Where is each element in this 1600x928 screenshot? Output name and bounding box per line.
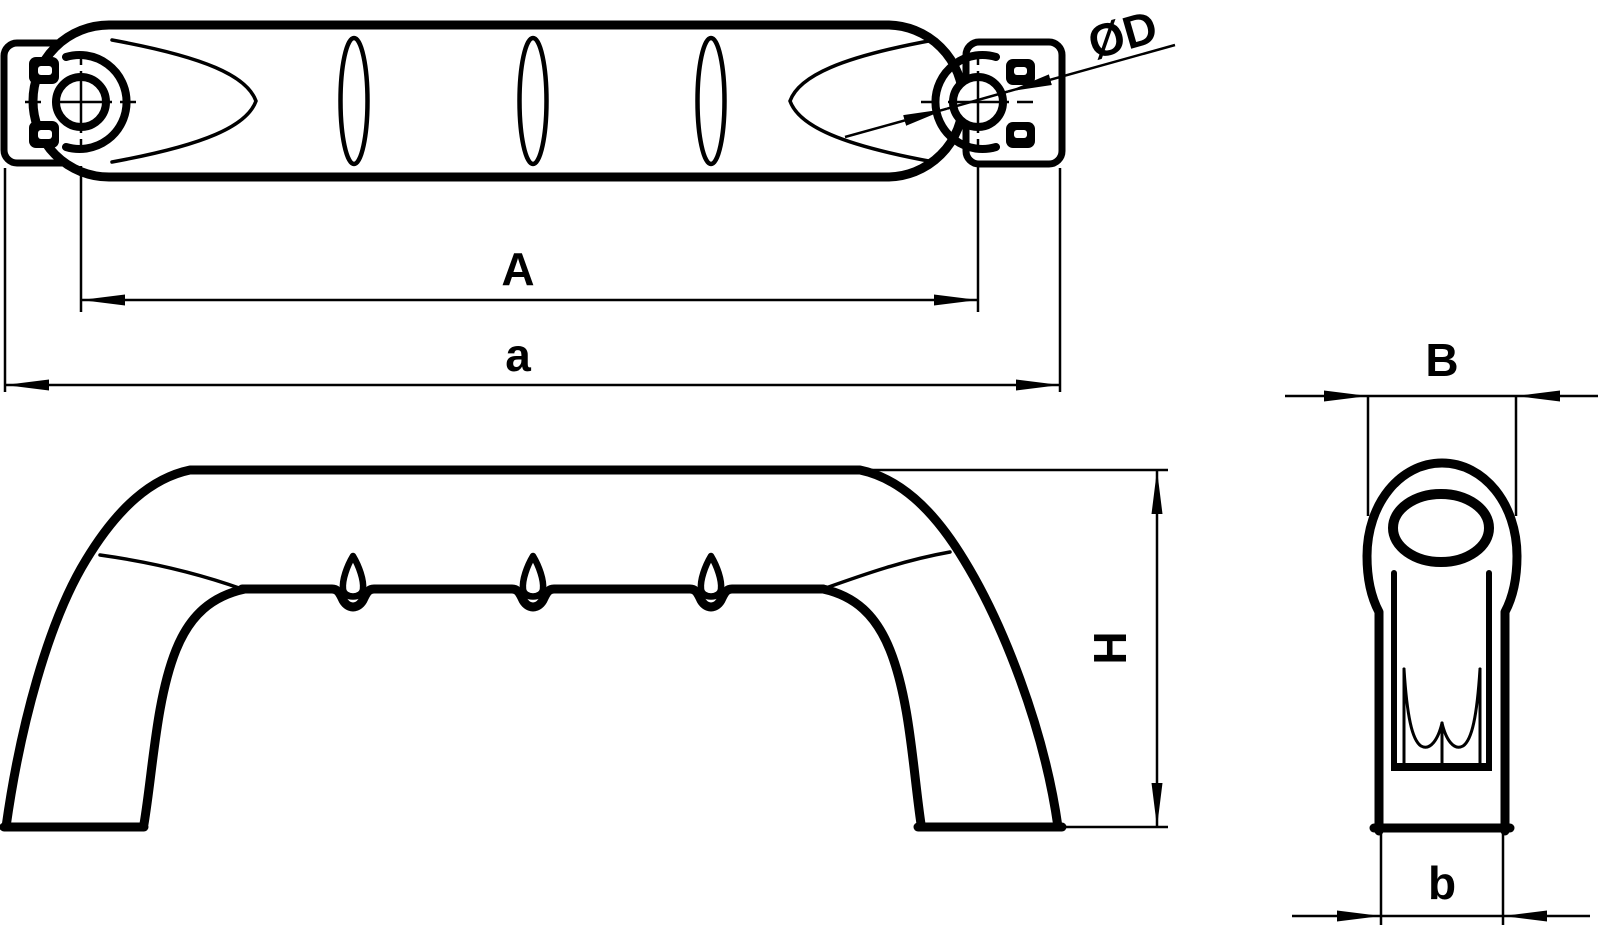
extension-lines xyxy=(1379,832,1505,925)
dimension-bottom-width: b xyxy=(1292,832,1590,925)
groove-teardrop xyxy=(519,552,547,600)
right-grip-contour xyxy=(788,38,936,164)
front-view: H xyxy=(0,465,1168,832)
groove-teardrop xyxy=(339,552,367,600)
side-view: B b xyxy=(1285,334,1598,925)
left-plate-slots xyxy=(29,57,59,148)
dim-label-top-width: B xyxy=(1425,334,1458,386)
finger-groove-ellipse xyxy=(517,35,549,167)
left-tangent-contour xyxy=(98,553,244,591)
centerline-dashes xyxy=(25,53,136,151)
extension-lines xyxy=(872,468,1168,829)
grip-underside xyxy=(237,584,828,612)
extension-lines xyxy=(3,168,1062,392)
outer-arch xyxy=(1,465,1063,832)
left-mounting-hole xyxy=(25,53,136,151)
grip-section-ring xyxy=(1388,489,1494,567)
left-grip-contour xyxy=(110,38,258,164)
extension-lines xyxy=(1366,395,1518,516)
right-tangent-contour xyxy=(821,550,952,591)
inner-rib-detail xyxy=(1391,667,1492,771)
dim-label-hole-diameter: ØD xyxy=(1082,0,1163,69)
dim-label-hole-spacing: A xyxy=(501,243,534,295)
dim-label-overall-length: a xyxy=(505,329,531,381)
profile-outline xyxy=(1362,458,1522,836)
inner-wall-lines xyxy=(1391,570,1492,767)
right-mounting-hole xyxy=(921,53,1033,151)
top-view: ØD A a xyxy=(0,0,1176,392)
dimension-hole-spacing: A xyxy=(79,166,980,312)
dimension-overall-length: a xyxy=(3,168,1062,392)
finger-groove-ellipse xyxy=(695,35,727,167)
dimension-height: H xyxy=(872,468,1168,829)
dim-label-bottom-width: b xyxy=(1428,857,1456,909)
groove-teardrop xyxy=(697,552,725,600)
dimension-top-width: B xyxy=(1285,334,1598,516)
finger-groove-ellipse xyxy=(338,35,370,167)
dim-label-height: H xyxy=(1084,631,1136,664)
inner-arch-left xyxy=(139,584,250,829)
extension-lines xyxy=(79,166,980,312)
inner-arch-right xyxy=(818,584,926,829)
centerline-dashes xyxy=(921,53,1033,151)
handle-bar-outline xyxy=(28,20,968,182)
